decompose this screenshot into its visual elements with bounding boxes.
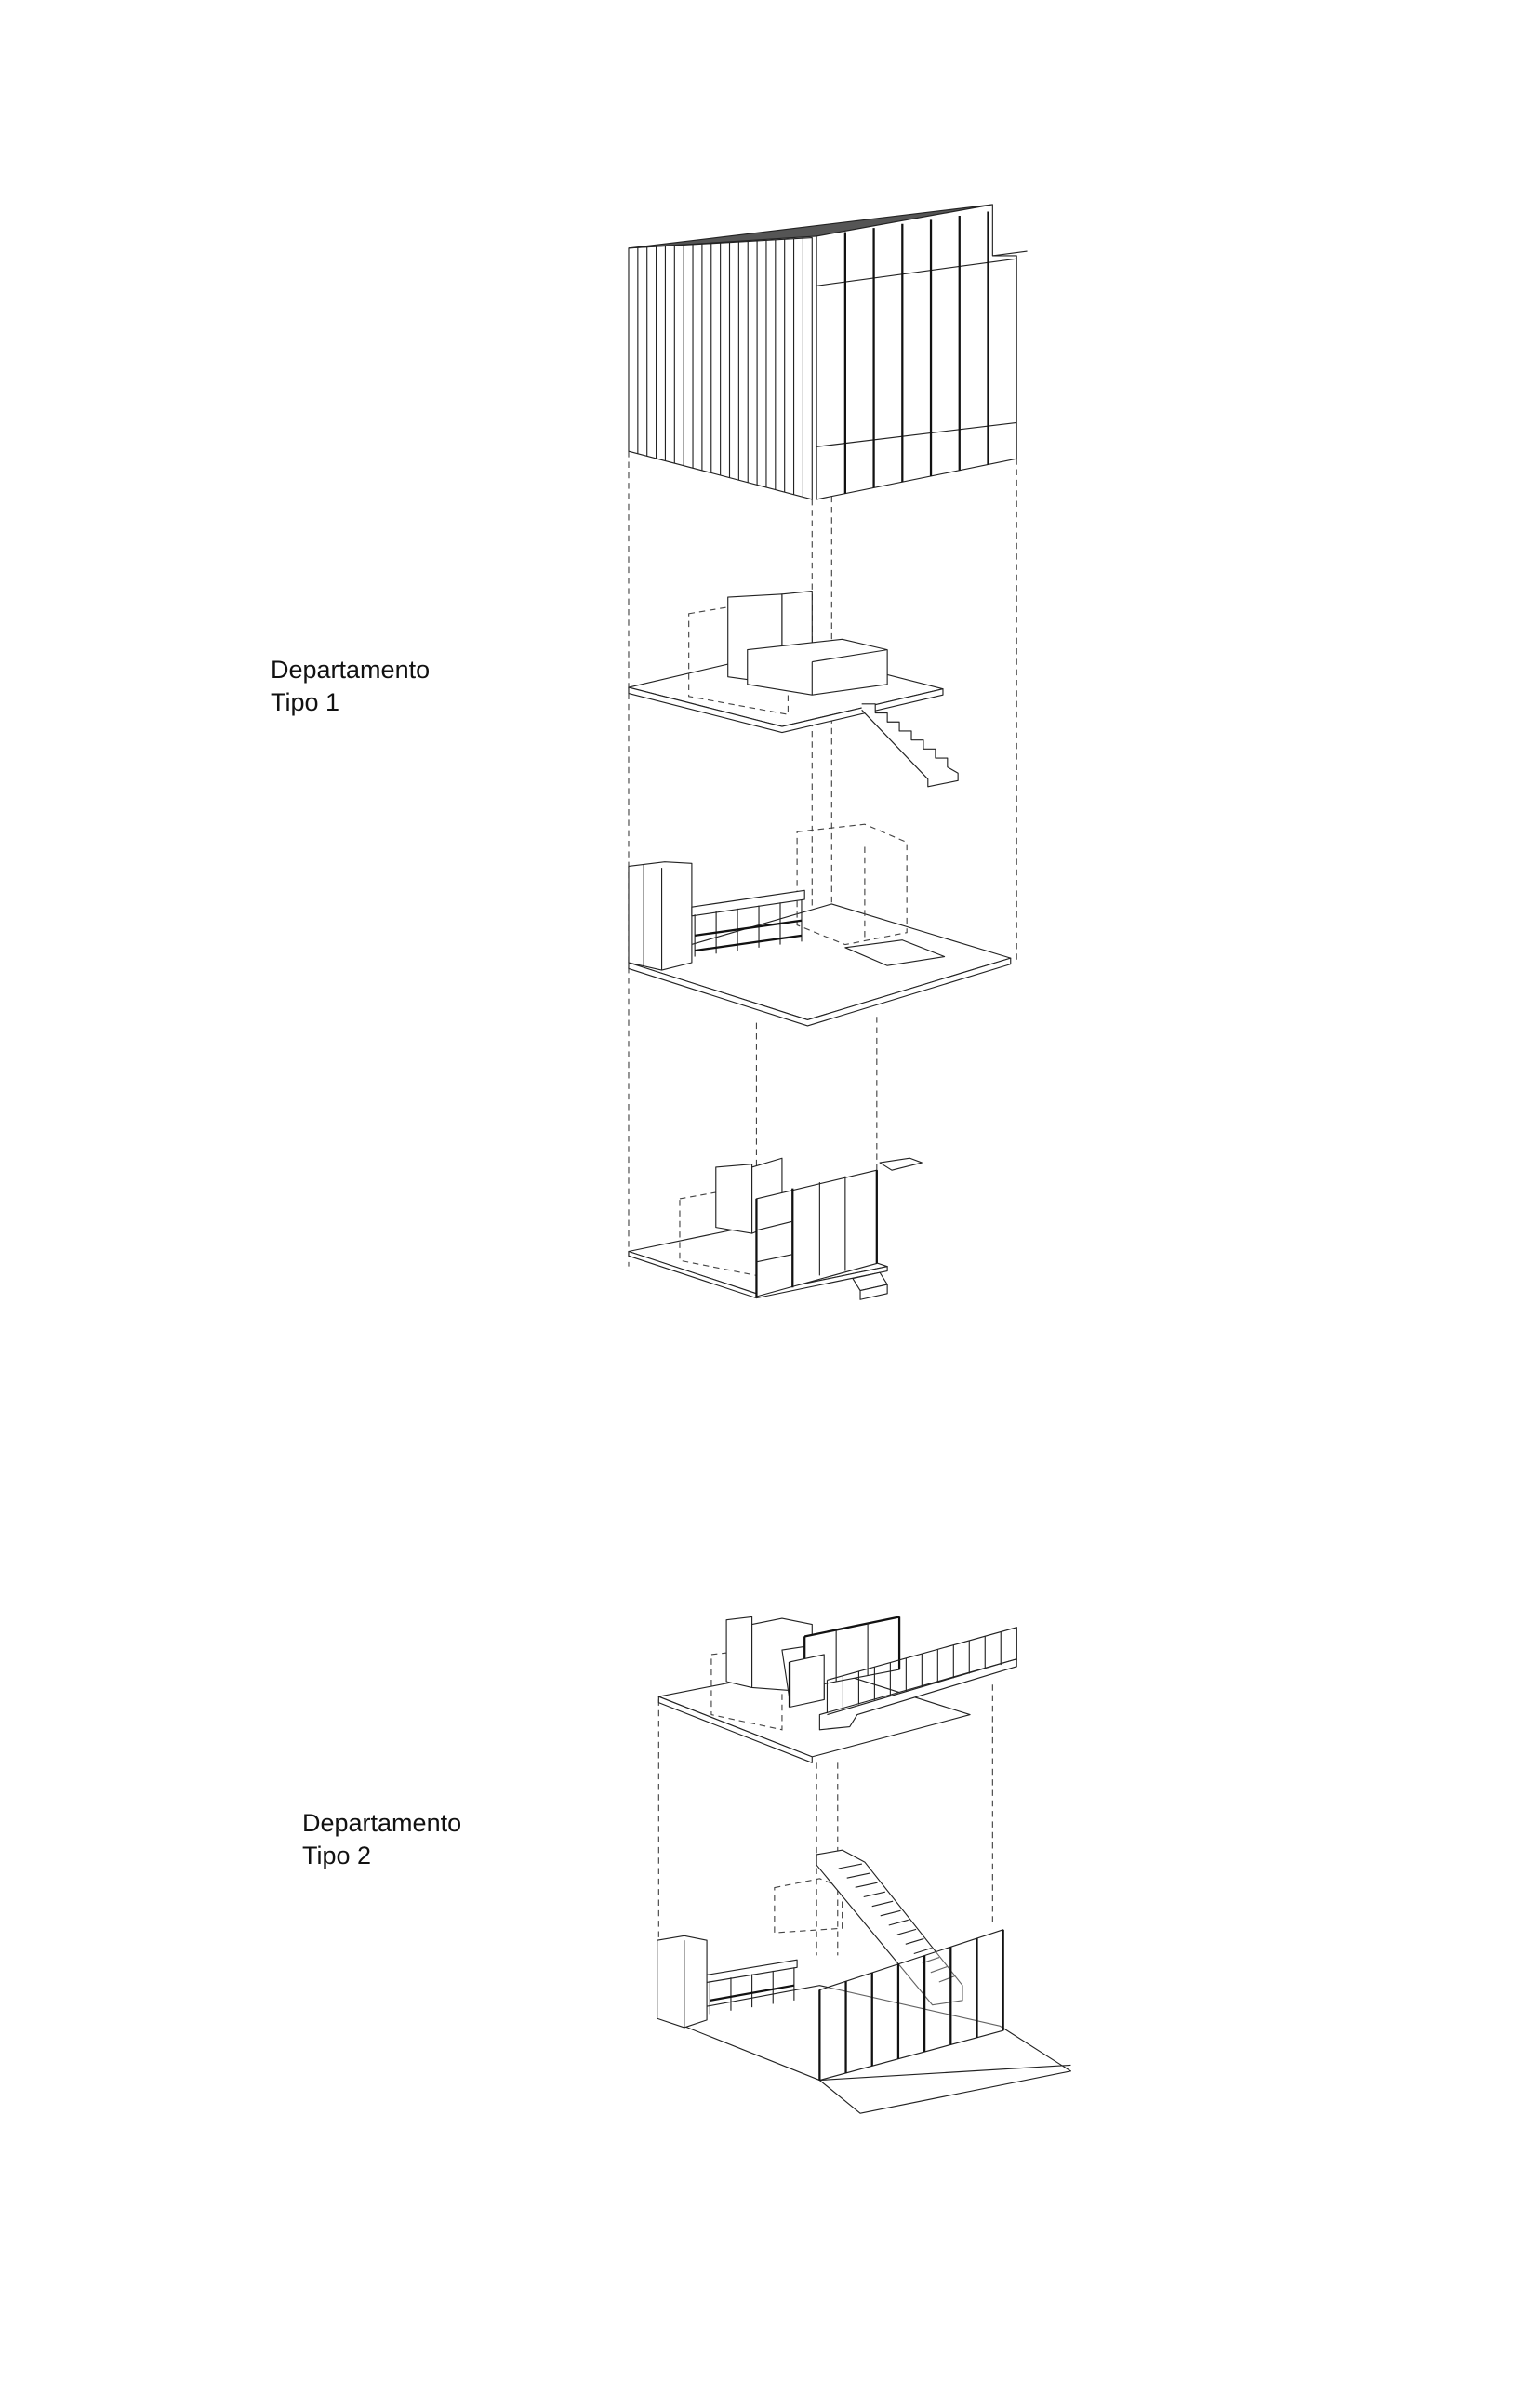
- cabinet: [657, 1935, 708, 2029]
- stair-tread: [863, 1891, 885, 1898]
- staircase: [861, 703, 959, 788]
- label-line: Tipo 1: [271, 688, 340, 716]
- bed-block: [747, 638, 888, 696]
- label-departamento-tipo-2: Departamento Tipo 2: [302, 1807, 461, 1872]
- stair-tread: [880, 1909, 901, 1917]
- tipo-2-upper-floor: [657, 1616, 1017, 1763]
- floor-opening: [844, 939, 946, 966]
- stair-tread: [905, 1937, 924, 1945]
- projection-lines-tipo-1: [628, 451, 1017, 1267]
- tipo-2-lower-floor: [657, 1849, 1072, 2114]
- stair-tread: [913, 1947, 932, 1955]
- stair-tread: [896, 1928, 917, 1935]
- stair-tread: [846, 1872, 870, 1879]
- bench-rail: [694, 934, 803, 952]
- stair-tread: [855, 1882, 878, 1888]
- tipo-1-upper-floor: [628, 590, 959, 788]
- bench: [706, 1959, 798, 1984]
- staircase: [816, 1849, 963, 2006]
- stair-tread: [838, 1863, 862, 1869]
- bench-rail: [694, 919, 803, 938]
- label-line: Departamento: [302, 1809, 462, 1837]
- label-line: Tipo 2: [302, 1842, 372, 1869]
- stair-tread: [938, 1975, 955, 1983]
- label-departamento-tipo-1: Departamento Tipo 1: [271, 654, 430, 719]
- bench-rail: [710, 1984, 795, 2002]
- bench: [691, 889, 805, 917]
- stair-tread: [888, 1919, 909, 1926]
- tipo-1-middle-floor: [628, 823, 1012, 1027]
- roof-envelope: [628, 204, 1028, 500]
- cabinet: [628, 861, 693, 971]
- label-line: Departamento: [271, 656, 431, 684]
- tipo-1-lower-floor: [628, 1157, 923, 1300]
- small-stair: [879, 1157, 923, 1171]
- stair-tread: [930, 1966, 948, 1974]
- glass-facade: [816, 204, 1017, 500]
- stair-tread: [871, 1900, 894, 1908]
